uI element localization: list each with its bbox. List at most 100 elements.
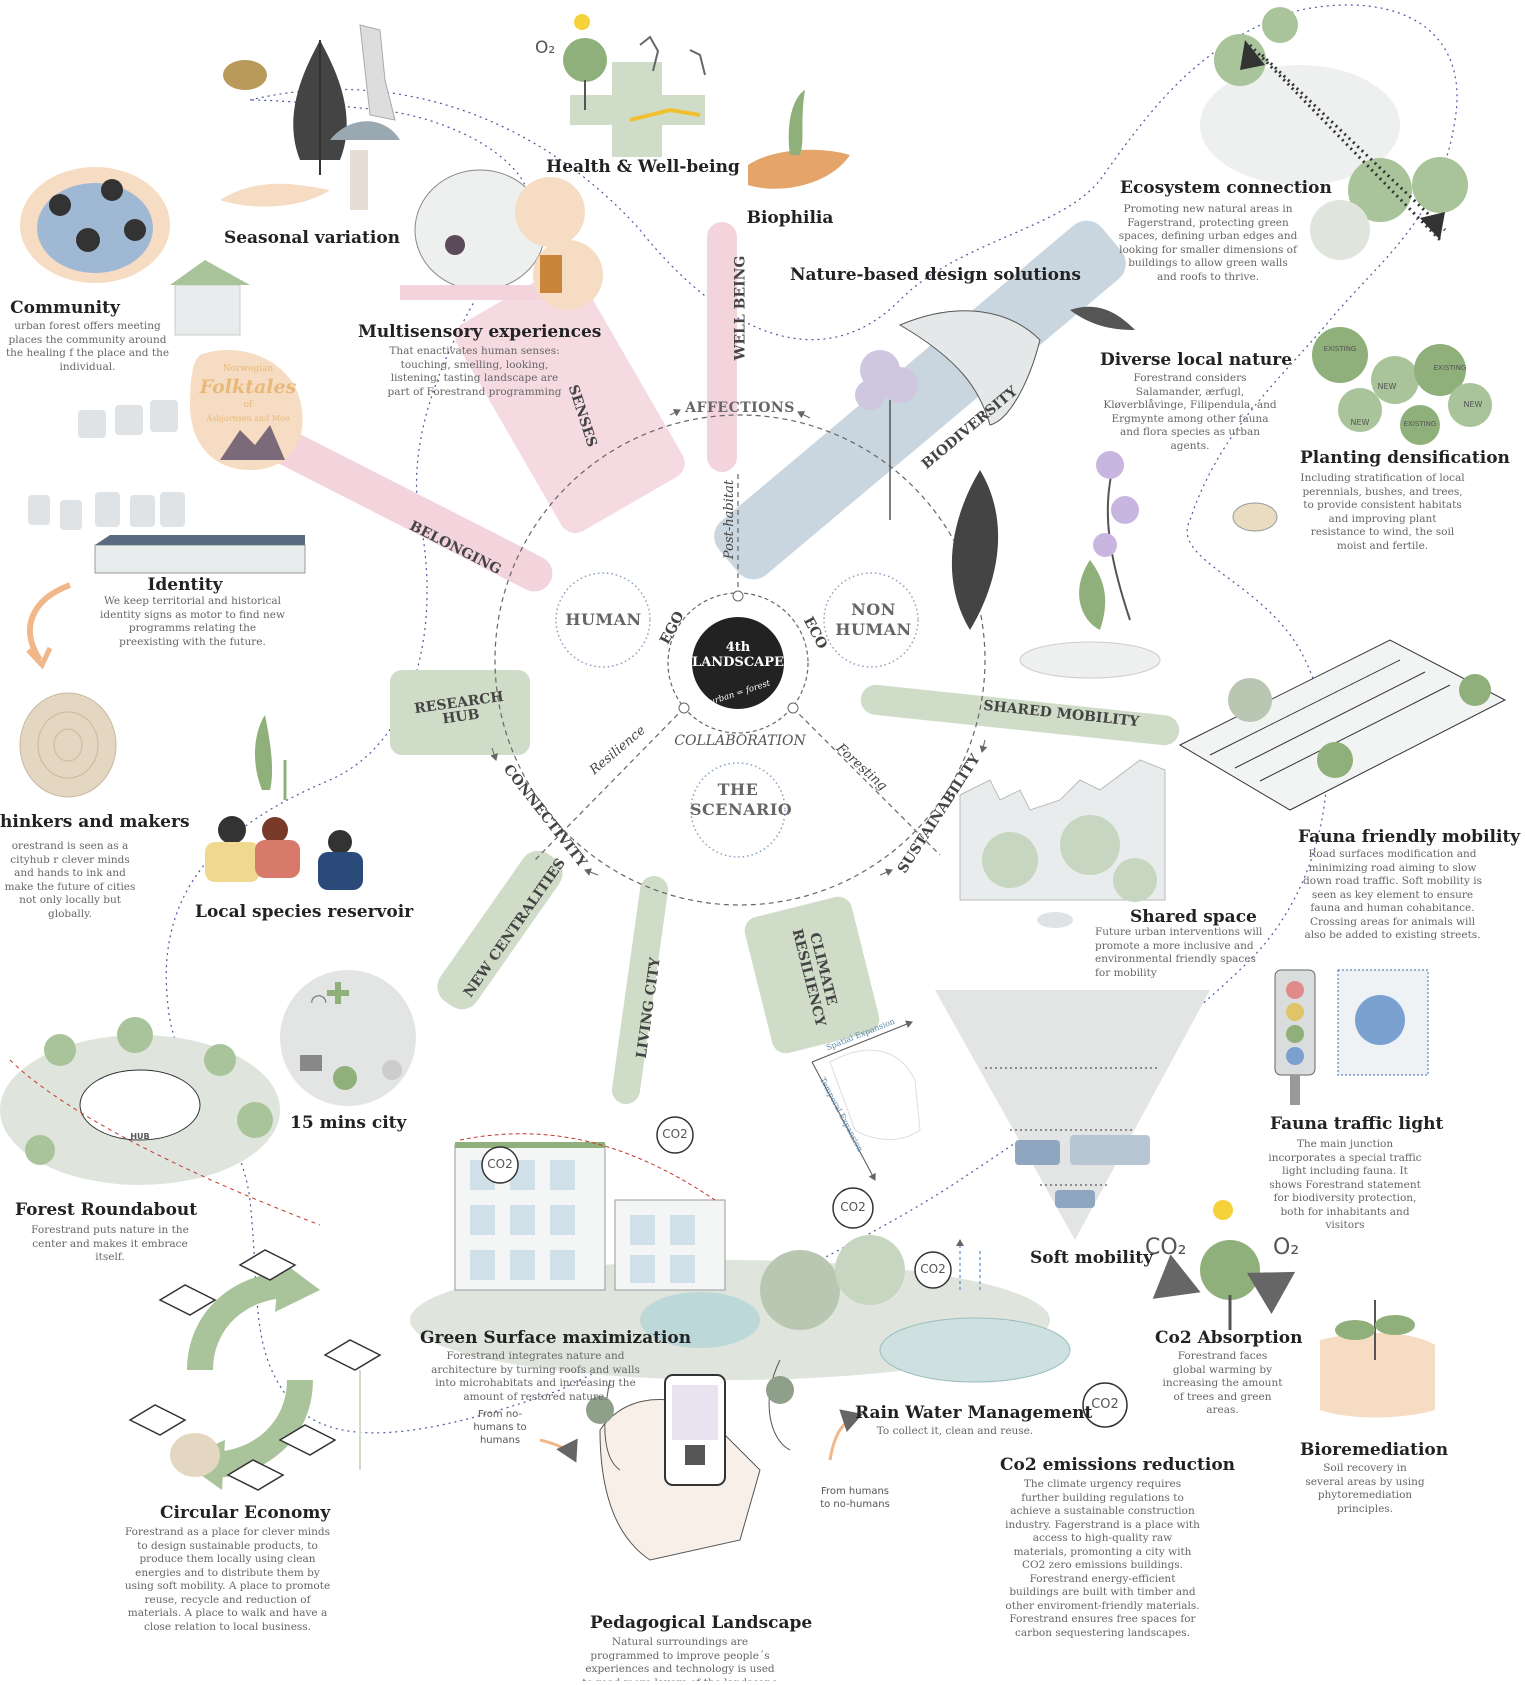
identity-desc: We keep territorial and historical ident… [100, 595, 285, 648]
planting-desc: Including stratification of local perenn… [1300, 472, 1465, 552]
roundabout-illustration [0, 1017, 321, 1226]
fauna-light-desc: The main junction incorporates a special… [1268, 1138, 1422, 1231]
thinkers-desc: orestrand is seen as a cityhub r clever … [4, 840, 136, 920]
ring-post-habitat: Post-habitat [722, 479, 738, 560]
ring-human: HUMAN [565, 610, 642, 629]
co2-left-label: CO₂ [1145, 1235, 1187, 1260]
local-species-title: Local species reservoir [195, 902, 414, 922]
fifteen-min-illustration: ◠ [280, 970, 416, 1106]
seasonal-title: Seasonal variation [223, 228, 401, 248]
nature-based-illustration [855, 306, 1135, 630]
ring-scenario-line1: THE [717, 780, 759, 799]
co2-absorption-illustration [1152, 1200, 1296, 1330]
thinkers-title: hinkers and makers [0, 812, 190, 832]
fauna-mobility-desc: Road surfaces modification and minimizin… [1303, 848, 1482, 941]
identity-illustration [26, 400, 306, 670]
circular-desc: Forestrand as a place for clever minds t… [124, 1526, 331, 1633]
co2-pin-label: CO2 [920, 1262, 946, 1276]
community-desc: urban forest offers meeting places the c… [5, 320, 170, 373]
diverse-illustration [1019, 451, 1278, 679]
center-line1: 4th [725, 640, 751, 655]
co2-absorption-desc: Forestrand faces global warming by incre… [1162, 1350, 1283, 1416]
health-illustration [563, 14, 706, 157]
rain-water-title: Rain Water Management [855, 1403, 1093, 1423]
shared-space-illustration [959, 759, 1166, 928]
bioremediation-desc: Soil recovery in several areas by using … [1305, 1462, 1425, 1515]
band-well-being [707, 222, 737, 472]
flow-label-no-humans: From no-humans to humans [473, 1409, 527, 1446]
new-tree-label: NEW [1350, 418, 1370, 427]
shared-space-desc: Future urban interventions will promote … [1095, 926, 1263, 979]
fauna-mobility-title: Fauna friendly mobility [1298, 827, 1521, 847]
ring-scenario: THE SCENARIO [690, 780, 792, 820]
fauna-mobility-illustration [1178, 639, 1507, 811]
o2-right-label: O₂ [1273, 1235, 1300, 1260]
existing-tree-label: EXISTING [1403, 420, 1437, 428]
ring-non-human-line1: NON [851, 600, 896, 619]
svg-text:◠: ◠ [310, 989, 327, 1013]
roundabout-desc: Forestrand puts nature in the center and… [31, 1224, 189, 1263]
ring-non-human-line2: HUMAN [835, 620, 912, 639]
co2-pin-label: CO2 [662, 1127, 688, 1141]
ring-affections: AFFECTIONS [685, 400, 795, 416]
shared-space-title: Shared space [1130, 907, 1257, 927]
bioremediation-title: Bioremediation [1300, 1440, 1449, 1460]
ecosystem-illustration [1200, 7, 1468, 260]
band-shared-mobility [860, 684, 1180, 746]
diverse-desc: Forestrand considers Salamander, ærfugl,… [1103, 372, 1277, 452]
co2-pins [481, 1116, 1128, 1428]
bioremediation-illustration [1320, 1300, 1435, 1418]
roundabout-title: Forest Roundabout [15, 1200, 198, 1220]
folktales-illustration [190, 350, 303, 470]
multisensory-illustration [400, 169, 603, 310]
ring-collaboration: COLLABORATION [674, 733, 806, 749]
planting-title: Planting densification [1300, 448, 1510, 468]
band-label-well-being: WELL BEING [732, 255, 749, 361]
circular-title: Circular Economy [160, 1503, 331, 1523]
community-title: Community [10, 298, 120, 318]
stump-illustration [19, 692, 117, 798]
folktales-line3: of [243, 400, 253, 410]
pedagogical-desc: Natural surroundings are programmed to i… [582, 1636, 777, 1681]
band-belonging [227, 408, 553, 592]
multisensory-title: Multisensory experiences [358, 322, 602, 342]
planting-illustration [1312, 327, 1492, 445]
new-tree-label: NEW [1463, 400, 1483, 409]
co2-reduction-desc: The climate urgency requires further bui… [1005, 1478, 1200, 1639]
biophilia-illustration [748, 90, 850, 189]
existing-tree-label: EXISTING [1323, 345, 1357, 353]
fauna-traffic-light-illustration [1274, 969, 1429, 1105]
hub-label: HUB [130, 1132, 150, 1141]
folktales-line1: Norwegian [222, 364, 274, 374]
green-surface-title: Green Surface maximization [420, 1328, 692, 1348]
co2-pin-label: CO2 [1091, 1397, 1119, 1412]
diverse-title: Diverse local nature [1100, 350, 1293, 370]
health-title: Health & Well-being [546, 157, 740, 177]
fifteen-min-title: 15 mins city [290, 1113, 407, 1133]
band-climate-resiliency [744, 896, 880, 1054]
circular-economy-illustration [128, 1249, 382, 1491]
flow-label-humans: From humans to no-humans [820, 1486, 890, 1510]
pedagogical-illustration [586, 1359, 794, 1561]
rain-water-illustration [879, 1239, 1071, 1383]
co2-absorption-title: Co2 Absorption [1155, 1328, 1303, 1348]
center-title: 4th LANDSCAPE [692, 640, 784, 670]
o2-health-label: O₂ [535, 38, 556, 58]
ring-non-human: NON HUMAN [826, 600, 921, 640]
seasonal-illustration [220, 24, 400, 210]
center-line2: LANDSCAPE [692, 655, 784, 670]
community-illustration [20, 167, 250, 336]
folktales-line4: Asbjornsen and Moe [206, 414, 290, 423]
ecosystem-desc: Promoting new natural areas in Fagerstra… [1118, 203, 1298, 283]
band-living-city [611, 875, 669, 1105]
soft-mobility-title: Soft mobility [1030, 1248, 1154, 1268]
local-species-illustration [205, 715, 363, 890]
soft-mobility-illustration [935, 990, 1210, 1240]
band-research-hub [390, 670, 530, 755]
band-new-centralities [437, 850, 563, 1010]
rain-water-desc: To collect it, clean and reuse. [876, 1425, 1034, 1437]
folktales-label: Norwegian Folktales of Asbjornsen and Mo… [198, 362, 298, 426]
existing-tree-label: EXISTING [1433, 364, 1467, 372]
